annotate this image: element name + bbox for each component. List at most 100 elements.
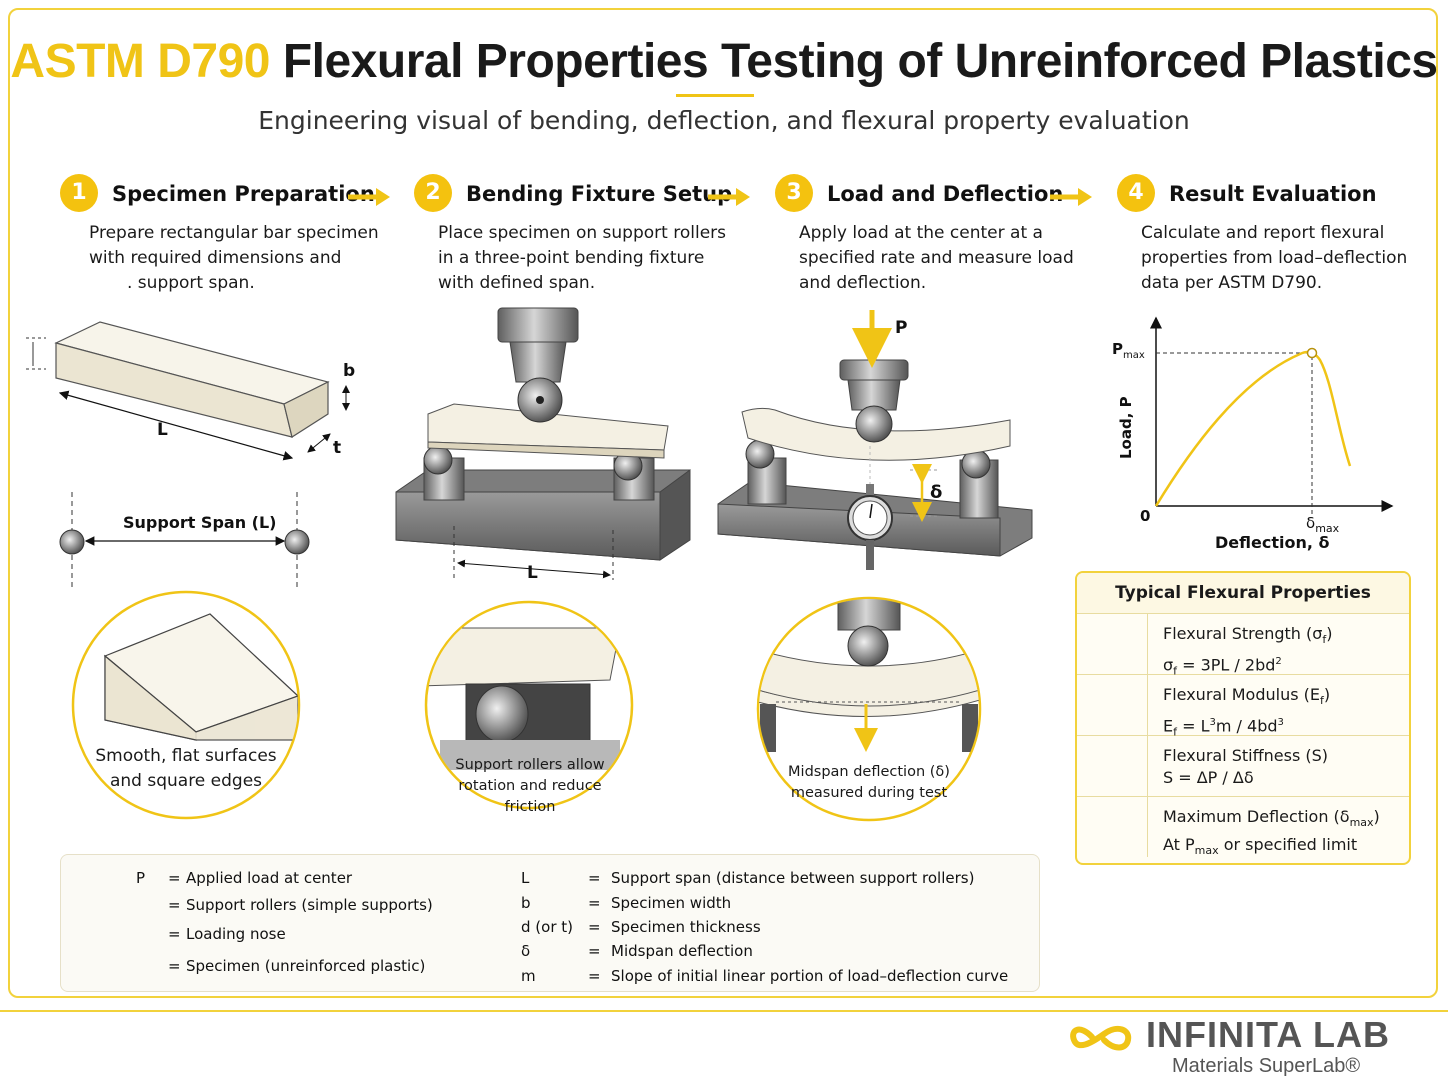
thickness-label: t [333, 438, 342, 458]
step-4-line: data per ASTM D790. [1141, 273, 1323, 293]
step-4-line: properties from load–deflection [1141, 248, 1408, 268]
property-row-max-deflection: Maximum Deflection (δmax) At Pmax or spe… [1077, 797, 1409, 857]
step-3-title: Load and Deflection [827, 182, 1064, 206]
step-1-desc: Prepare rectangular bar specimen with re… [89, 221, 379, 296]
detail-2-caption: Support rollers allow rotation and reduc… [440, 755, 620, 818]
symbol-legend [60, 854, 1040, 992]
detail-line: Midspan deflection (δ) [788, 764, 950, 780]
step-2-badge: 2 [414, 174, 452, 212]
legend-eq: = [588, 918, 601, 936]
detail-1-caption: Smooth, flat surfaces and square edges [86, 744, 286, 794]
legend-desc: Applied load at center [186, 869, 353, 887]
legend-desc: Specimen thickness [611, 918, 761, 936]
property-text: Maximum Deflection (δmax) At Pmax or spe… [1163, 807, 1380, 858]
step-1-badge: 1 [60, 174, 98, 212]
width-label: b [343, 361, 356, 381]
legend-sym: P [136, 869, 146, 887]
step-3-line: specified rate and measure load [799, 248, 1074, 268]
legend-desc: Support span (distance between support r… [611, 869, 975, 887]
pmax-sub: max [1123, 350, 1145, 361]
step-2-line: Place specimen on support rollers [438, 223, 726, 243]
detail-line: Smooth, flat surfaces [95, 746, 277, 766]
page-subtitle: Engineering visual of bending, deflectio… [258, 106, 1190, 135]
legend-eq: = [588, 942, 601, 960]
detail-circle-deflection [756, 596, 982, 822]
step-2-line: in a three-point bending fixture [438, 248, 705, 268]
legend-eq: = [588, 967, 601, 985]
legend-desc: Slope of initial linear portion of load–… [611, 967, 1009, 985]
detail-line: and square edges [109, 771, 263, 791]
detail-line: measured during test [790, 785, 948, 801]
flow-arrow-icon [708, 188, 750, 206]
step-1-line: Prepare rectangular bar specimen [89, 223, 379, 243]
y-axis-label: Load, P [1117, 396, 1135, 459]
specimen-bar [26, 321, 350, 461]
load-deflection-curve [1154, 350, 1352, 507]
pmax-text: P [1112, 340, 1123, 358]
pmax-label: Pmax [1112, 340, 1145, 361]
property-text: Flexural Strength (σf) σf = 3PL / 2bd2 [1163, 624, 1333, 678]
title-rest: Flexural Properties Testing of Unreinfor… [282, 35, 1438, 88]
legend-sym: δ [521, 942, 531, 960]
load-deflection-graph [1150, 316, 1394, 516]
legend-eq: = [168, 896, 181, 914]
legend-desc: Loading nose [186, 925, 286, 943]
support-span-diagram [59, 492, 310, 588]
load-deflection-fixture [717, 310, 1033, 570]
property-text: Flexural Stiffness (S) S = ΔP / Δδ [1163, 746, 1329, 787]
step-4-badge: 4 [1117, 174, 1155, 212]
legend-sym: m [521, 967, 536, 985]
legend-sym: L [521, 869, 530, 887]
flow-arrow-icon [348, 188, 390, 206]
step-2-line: with defined span. [438, 273, 596, 293]
page-title: ASTM D790 Flexural Properties Testing of… [0, 34, 1448, 89]
legend-eq: = [168, 957, 181, 975]
load-label: P [895, 318, 908, 338]
logo-tagline: Materials SuperLab® [1172, 1055, 1361, 1077]
fixture-span-label: L [527, 563, 538, 583]
page-frame [8, 8, 1438, 998]
detail-circle-roller [424, 600, 634, 810]
step-3-badge: 3 [775, 174, 813, 212]
detail-line: rotation and reduce [458, 778, 602, 794]
step-1-title: Specimen Preparation [112, 182, 375, 206]
infinity-logo-icon [1070, 1025, 1132, 1051]
legend-sym: d (or t) [521, 918, 573, 936]
peak-point [1306, 347, 1318, 359]
property-row-stiffness: Flexural Stiffness (S) S = ΔP / Δδ [1077, 736, 1409, 797]
title-underline [676, 94, 754, 97]
step-3-line: and deflection. [799, 273, 927, 293]
legend-desc: Specimen (unreinforced plastic) [186, 957, 426, 975]
dmax-text: δ [1306, 514, 1316, 532]
deflection-label: δ [930, 482, 943, 503]
three-point-fixture [395, 307, 691, 580]
legend-desc: Specimen width [611, 894, 732, 912]
step-1-line: . support span. [127, 273, 255, 293]
step-3-line: Apply load at the center at a [799, 223, 1043, 243]
legend-eq: = [588, 869, 601, 887]
step-3-desc: Apply load at the center at a specified … [799, 221, 1074, 296]
legend-eq: = [588, 894, 601, 912]
origin-label: 0 [1140, 507, 1151, 525]
length-label: L [157, 420, 168, 440]
detail-line: friction [504, 799, 556, 815]
step-4-title: Result Evaluation [1169, 182, 1377, 206]
step-4-line: Calculate and report flexural [1141, 223, 1385, 243]
properties-heading: Typical Flexural Properties [1077, 573, 1409, 614]
dmax-label: δmax [1306, 514, 1339, 535]
support-span-label: Support Span (L) [123, 513, 277, 532]
detail-line: Support rollers allow [455, 757, 605, 773]
legend-eq: = [168, 869, 181, 887]
legend-desc: Support rollers (simple supports) [186, 896, 433, 914]
logo-name: INFINITA LAB [1146, 1014, 1390, 1055]
title-accent: ASTM D790 [10, 35, 270, 88]
property-row-strength: Flexural Strength (σf) σf = 3PL / 2bd2 [1077, 614, 1409, 678]
detail-3-caption: Midspan deflection (δ) measured during t… [769, 762, 969, 804]
properties-table: Typical Flexural Properties Flexural Str… [1075, 571, 1411, 865]
x-axis-label: Deflection, δ [1215, 533, 1330, 552]
step-2-desc: Place specimen on support rollers in a t… [438, 221, 726, 296]
legend-sym: b [521, 894, 531, 912]
flow-arrow-icon [1050, 188, 1092, 206]
legend-eq: = [168, 925, 181, 943]
